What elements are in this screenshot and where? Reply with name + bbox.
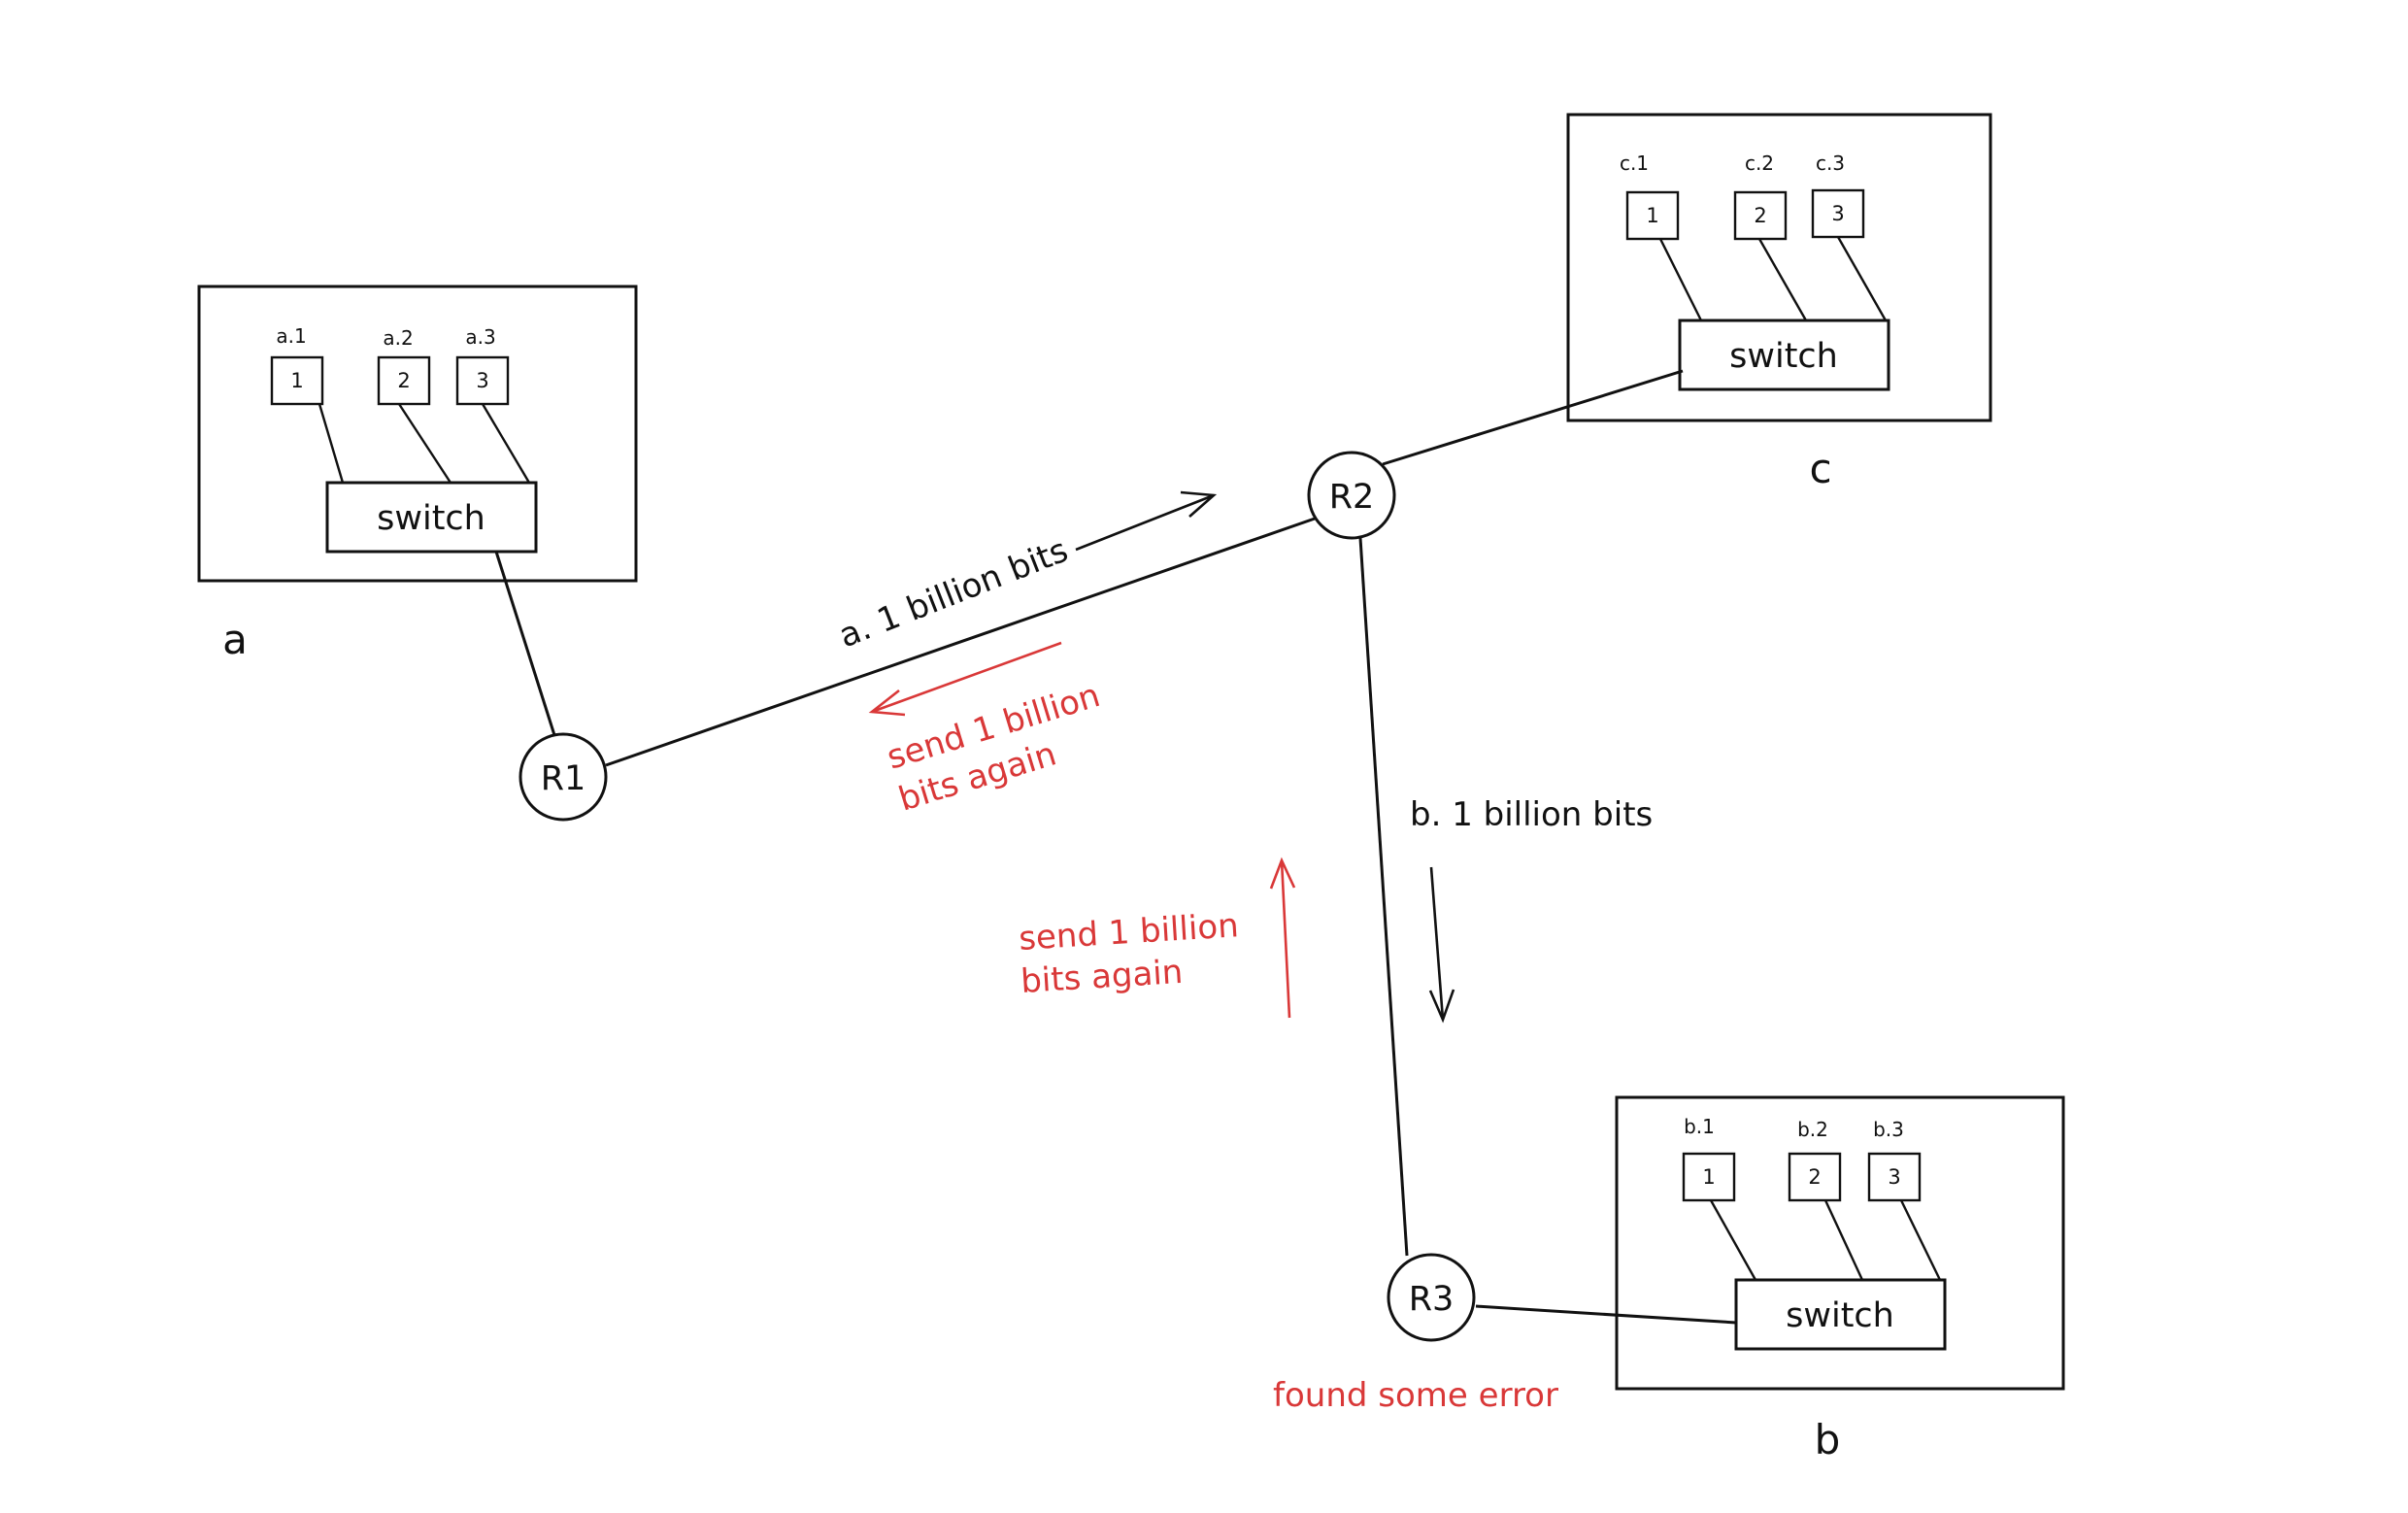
router-r3-circle bbox=[1387, 1253, 1476, 1342]
resend-arrow-2-head bbox=[1269, 857, 1296, 890]
message-a-label: a. 1 billion bits bbox=[834, 531, 1074, 656]
resend-2-line-1: send 1 billion bbox=[1018, 906, 1240, 958]
resend-2-line-2: bits again bbox=[1020, 953, 1184, 1001]
router-r2-label: R2 bbox=[1329, 478, 1375, 517]
host-c2-link bbox=[1757, 238, 1808, 321]
host-b1 bbox=[1682, 1152, 1736, 1202]
host-c3-link bbox=[1836, 236, 1888, 321]
switch-c bbox=[1678, 319, 1890, 391]
link-r3-switch-b bbox=[1475, 1304, 1737, 1325]
host-b2 bbox=[1788, 1152, 1842, 1202]
host-a3-link bbox=[481, 403, 531, 484]
host-c3 bbox=[1811, 188, 1865, 239]
router-r2-circle bbox=[1307, 451, 1396, 540]
host-a1-link bbox=[318, 403, 345, 484]
host-c1-id: 1 bbox=[1646, 204, 1658, 227]
router-r3: R3 bbox=[1387, 1253, 1476, 1342]
host-c1-link bbox=[1658, 238, 1703, 321]
host-b3-id: 3 bbox=[1888, 1165, 1900, 1189]
host-a2-id: 2 bbox=[397, 369, 410, 392]
message-b-label: b. 1 billion bits bbox=[1410, 795, 1653, 834]
router-r3-label: R3 bbox=[1409, 1280, 1455, 1319]
host-a3 bbox=[455, 355, 510, 406]
host-a2-link bbox=[397, 403, 452, 484]
link-r2-r3 bbox=[1358, 537, 1409, 1257]
link-switch-a-r1 bbox=[494, 551, 556, 736]
router-r1: R1 bbox=[518, 732, 608, 822]
network-a: 1 2 3 a.1 a.2 a.3 switch a bbox=[197, 285, 638, 663]
resend-r3-to-r2: send 1 billion bits again bbox=[1018, 857, 1296, 1019]
switch-b-label: switch bbox=[1786, 1296, 1894, 1335]
switch-a-label: switch bbox=[377, 499, 485, 538]
arrow-a-to-r2-head bbox=[1180, 490, 1218, 518]
resend-arrow-2-shaft bbox=[1280, 859, 1291, 1019]
host-c2-label: c.2 bbox=[1745, 151, 1774, 175]
resend-r2-to-r1: send 1 billion bits again bbox=[868, 641, 1104, 820]
router-r1-label: R1 bbox=[541, 759, 586, 798]
host-b2-link bbox=[1823, 1199, 1864, 1281]
link-r1-r2 bbox=[605, 517, 1316, 767]
network-c-name: c bbox=[1809, 445, 1831, 492]
host-a1 bbox=[270, 355, 324, 406]
host-b2-id: 2 bbox=[1808, 1165, 1821, 1189]
host-c1-label: c.1 bbox=[1620, 151, 1649, 175]
host-c1 bbox=[1625, 190, 1680, 241]
host-a3-label: a.3 bbox=[465, 325, 495, 349]
switch-a bbox=[325, 481, 538, 554]
host-c2 bbox=[1733, 190, 1788, 241]
link-r2-switch-c bbox=[1382, 369, 1684, 466]
network-b-name: b bbox=[1815, 1416, 1841, 1463]
host-a2-label: a.2 bbox=[383, 326, 413, 350]
host-a1-label: a.1 bbox=[276, 324, 306, 348]
host-b3-link bbox=[1899, 1199, 1942, 1281]
host-b1-id: 1 bbox=[1702, 1165, 1715, 1189]
host-b2-label: b.2 bbox=[1797, 1118, 1828, 1141]
router-r2: R2 bbox=[1307, 451, 1396, 540]
resend-arrow-1-shaft bbox=[871, 641, 1062, 714]
host-c3-label: c.3 bbox=[1816, 151, 1845, 175]
arrow-r2-to-b-shaft bbox=[1429, 866, 1445, 1021]
network-b: 1 2 3 b.1 b.2 b.3 switch b bbox=[1615, 1095, 2065, 1463]
host-a3-id: 3 bbox=[476, 369, 488, 392]
router-r1-circle bbox=[518, 732, 608, 822]
host-b3-label: b.3 bbox=[1873, 1118, 1904, 1141]
host-c3-id: 3 bbox=[1831, 202, 1844, 225]
host-a2 bbox=[377, 355, 431, 406]
error-note: found some error bbox=[1273, 1376, 1558, 1415]
arrow-r2-to-b-head bbox=[1428, 989, 1455, 1024]
host-a1-id: 1 bbox=[290, 369, 303, 392]
host-c2-id: 2 bbox=[1754, 204, 1766, 227]
network-c: 1 2 3 c.1 c.2 c.3 switch c bbox=[1566, 113, 1992, 492]
resend-arrow-1-head bbox=[868, 689, 906, 717]
switch-b bbox=[1734, 1278, 1947, 1351]
arrow-a-to-r2-shaft bbox=[1075, 493, 1215, 552]
host-b1-label: b.1 bbox=[1684, 1115, 1715, 1138]
links bbox=[494, 369, 1737, 1325]
network-a-name: a bbox=[222, 616, 248, 663]
switch-c-label: switch bbox=[1729, 337, 1838, 376]
host-b3 bbox=[1867, 1152, 1922, 1202]
message-r2-to-b: b. 1 billion bits bbox=[1410, 795, 1653, 1024]
host-b1-link bbox=[1709, 1199, 1757, 1281]
